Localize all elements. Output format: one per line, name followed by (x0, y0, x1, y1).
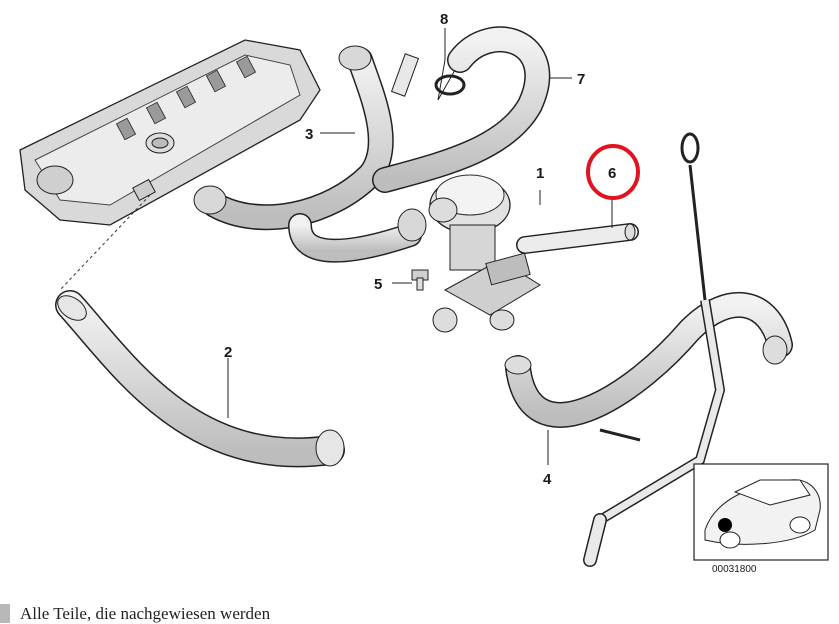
callout-4: 4 (543, 471, 552, 488)
hose-7 (372, 26, 551, 193)
callout-1: 1 (536, 165, 544, 182)
dipstick (583, 132, 726, 567)
leader-dashed (59, 194, 151, 291)
highlight-circle (586, 144, 640, 200)
callout-2: 2 (224, 344, 232, 361)
callout-6: 6 (608, 165, 616, 182)
hose-3 (193, 45, 427, 263)
leader-lines (227, 28, 613, 465)
hose-4 (504, 291, 793, 428)
inset-location-dot (718, 518, 732, 532)
inset-locator (693, 463, 829, 561)
valve-1 (428, 174, 541, 333)
valve-cover (19, 39, 321, 226)
tube-6 (516, 223, 639, 254)
callout-7: 7 (577, 71, 585, 88)
hose-2 (55, 290, 345, 468)
callout-5: 5 (374, 276, 382, 293)
inset-reference-number: 00031800 (712, 564, 757, 575)
clamp-8 (434, 74, 466, 96)
footer-text: Alle Teile, die nachgewiesen werden (20, 604, 271, 623)
screw-5 (411, 269, 429, 291)
footer-marker (0, 604, 10, 623)
callout-3: 3 (305, 126, 313, 143)
callout-8: 8 (440, 11, 448, 28)
